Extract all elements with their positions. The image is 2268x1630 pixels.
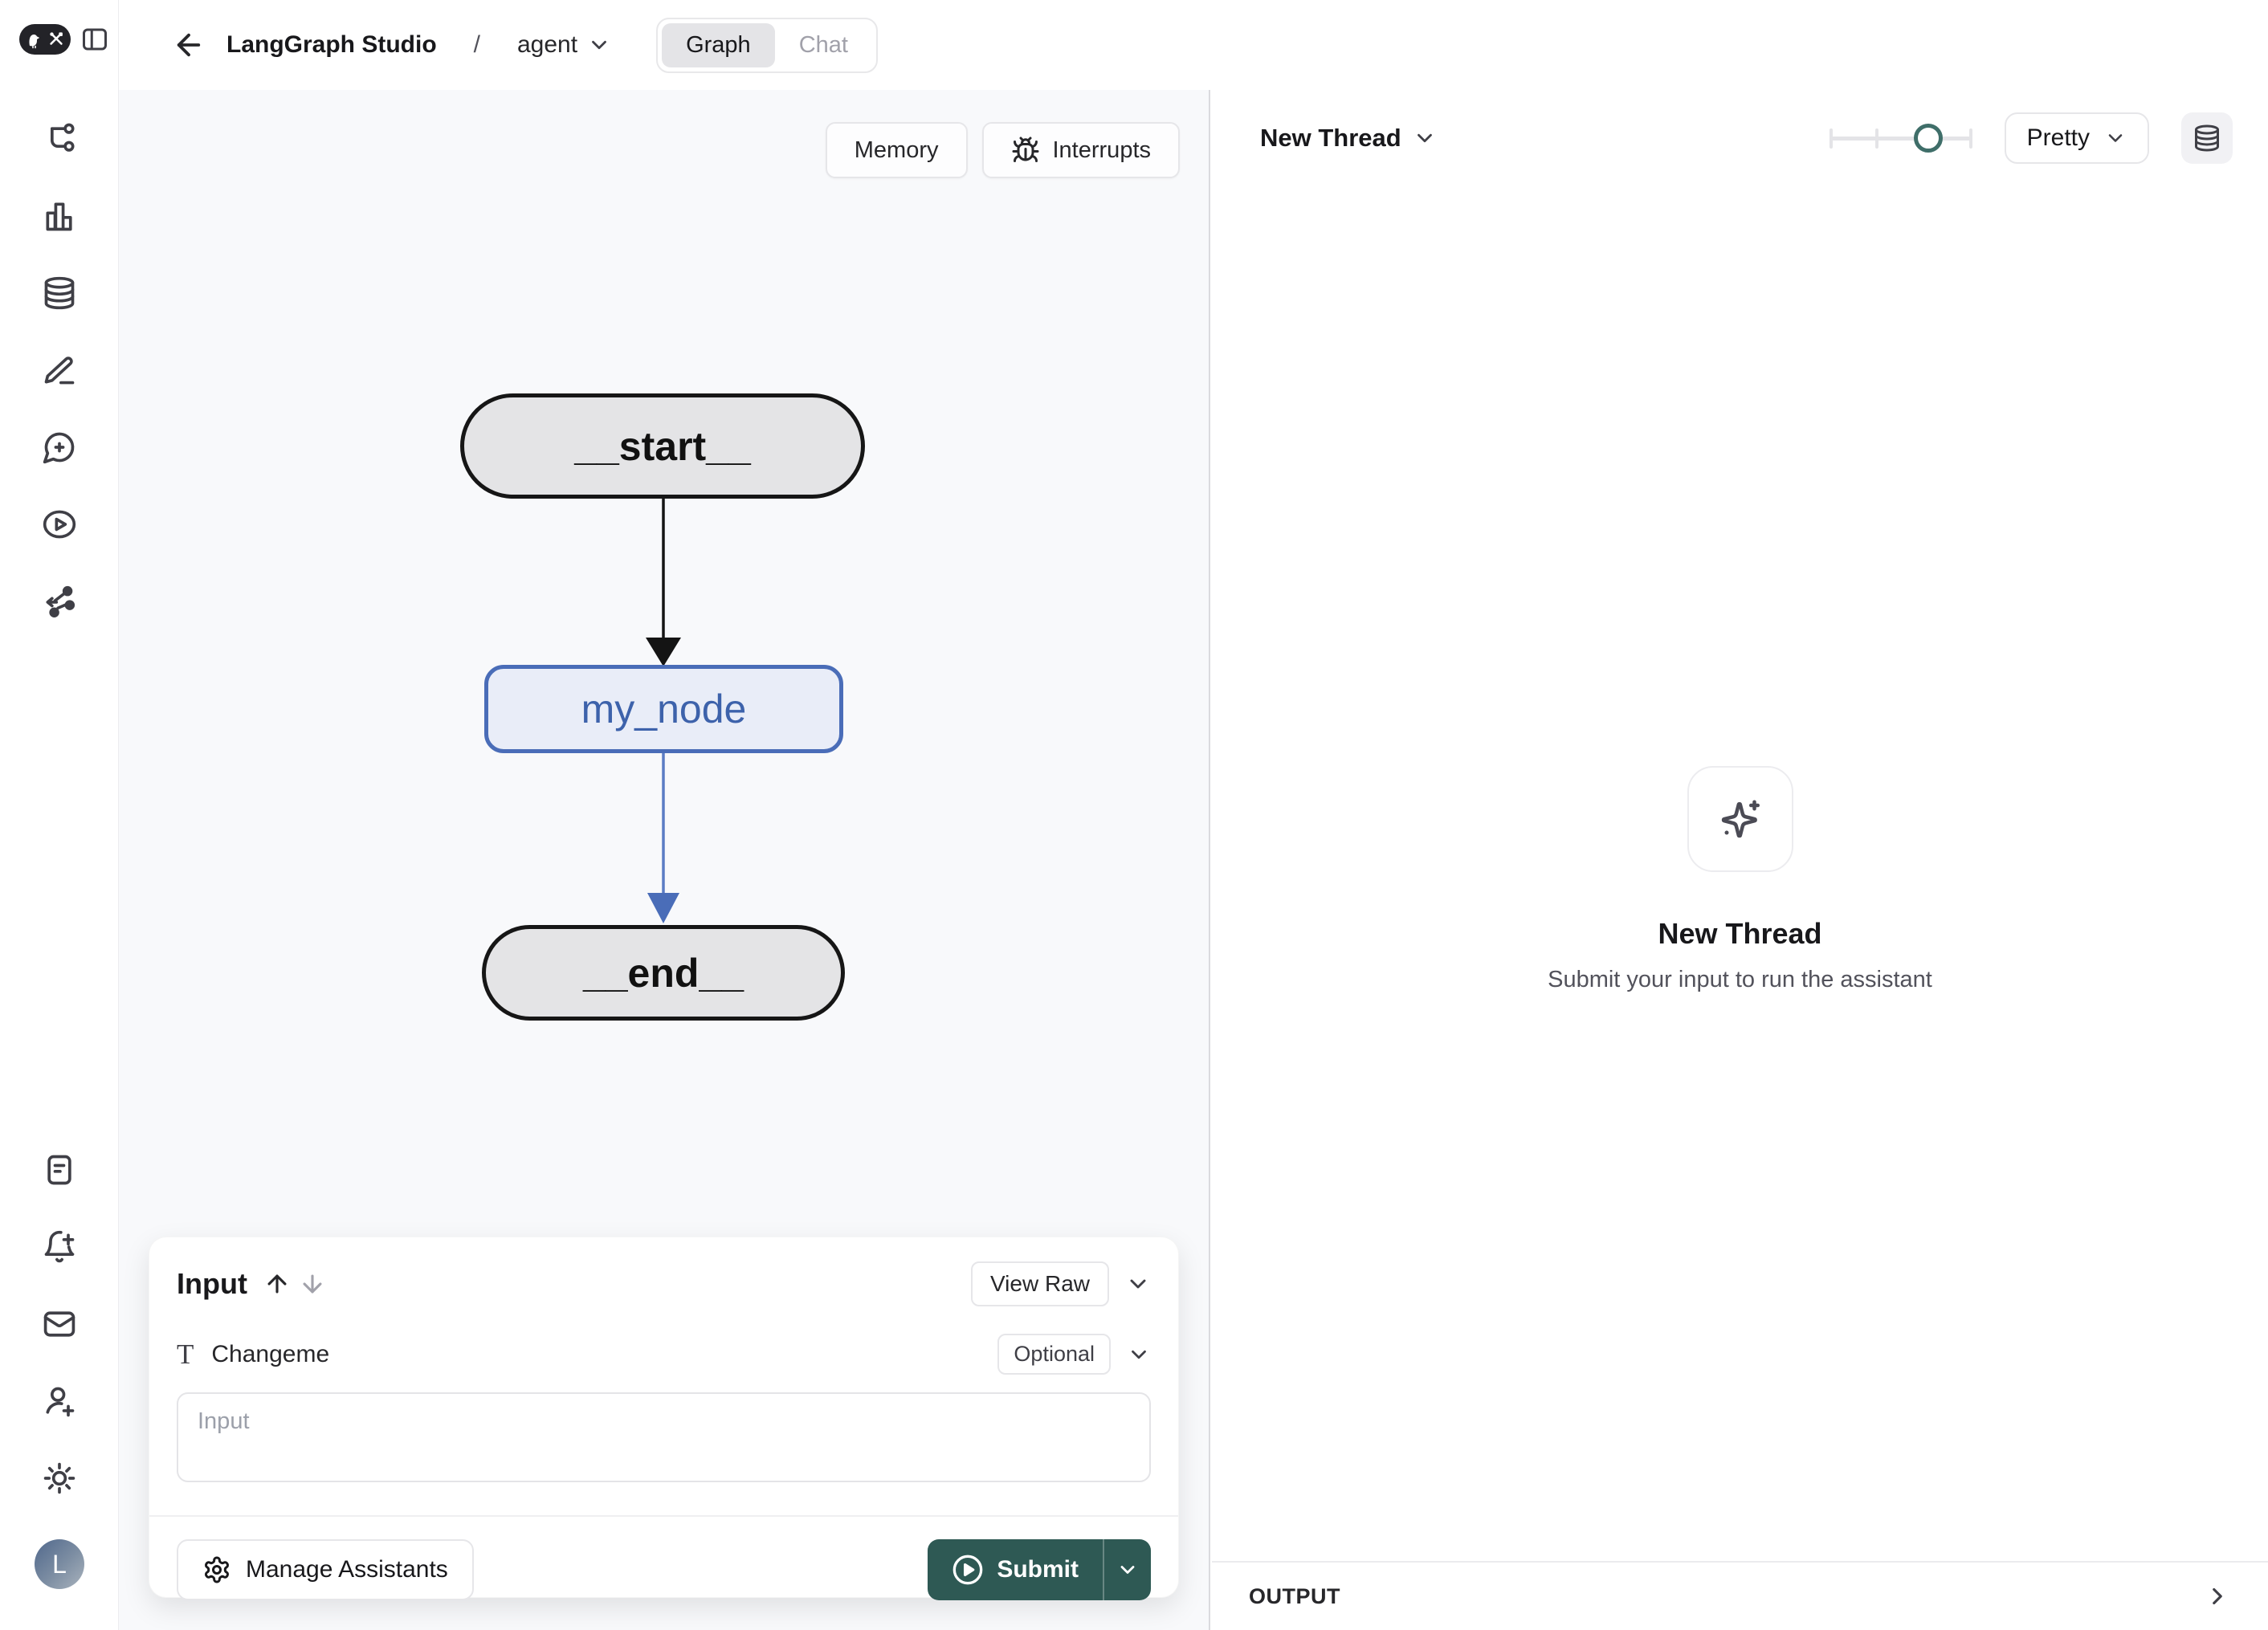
- empty-state-title: New Thread: [1658, 917, 1822, 950]
- submit-label: Submit: [997, 1556, 1079, 1583]
- play-oval-icon[interactable]: [42, 507, 77, 542]
- view-mode-tabs: Graph Chat: [656, 17, 878, 73]
- share-network-icon[interactable]: [42, 584, 77, 619]
- submit-split-button: Submit: [928, 1539, 1151, 1600]
- pencil-line-icon[interactable]: [42, 352, 77, 388]
- input-panel-title: Input: [177, 1267, 247, 1300]
- assistant-selector[interactable]: agent: [517, 31, 611, 59]
- assistant-name: agent: [517, 31, 578, 58]
- tab-chat[interactable]: Chat: [798, 31, 848, 58]
- file-text-icon[interactable]: [42, 1152, 77, 1188]
- play-circle-icon: [952, 1555, 983, 1585]
- avatar-initial: L: [52, 1549, 67, 1579]
- node-label: __start__: [574, 423, 751, 469]
- slider-handle[interactable]: [1913, 124, 1943, 153]
- chevron-down-icon: [1120, 1566, 1135, 1574]
- thread-empty-state: New Thread Submit your input to run the …: [1212, 766, 2268, 993]
- node-label: my_node: [581, 687, 747, 731]
- panel-left-icon[interactable]: [80, 25, 109, 54]
- database-icon[interactable]: [42, 275, 77, 311]
- new-thread-icon-card: [1687, 766, 1793, 872]
- mail-icon[interactable]: [42, 1306, 77, 1342]
- memory-label: Memory: [854, 137, 939, 163]
- message-plus-icon[interactable]: [42, 430, 77, 465]
- divider: [1103, 1539, 1104, 1600]
- thread-selector[interactable]: New Thread: [1260, 124, 1437, 153]
- bell-plus-icon[interactable]: [42, 1229, 77, 1265]
- arrow-down-icon: [303, 1274, 322, 1294]
- submit-options-button[interactable]: [1104, 1539, 1151, 1600]
- graph-node-my-node[interactable]: my_node: [484, 665, 843, 753]
- user-plus-icon[interactable]: [42, 1383, 77, 1419]
- interrupts-label: Interrupts: [1052, 137, 1152, 163]
- slider-tick: [1829, 128, 1833, 149]
- header: LangGraph Studio / agent Graph Chat: [119, 0, 2268, 90]
- graph-node-start[interactable]: __start__: [460, 393, 865, 499]
- breadcrumb-separator: /: [473, 31, 480, 58]
- sun-icon[interactable]: [42, 1461, 77, 1496]
- user-avatar[interactable]: L: [35, 1539, 84, 1589]
- sparkles-icon: [1721, 800, 1760, 838]
- memory-button[interactable]: Memory: [825, 122, 968, 178]
- collapse-input-button[interactable]: [1125, 1271, 1151, 1297]
- app-title: LangGraph Studio: [226, 31, 437, 58]
- gear-icon: [205, 1556, 229, 1583]
- langchain-tools-logo[interactable]: [19, 24, 71, 55]
- output-label: OUTPUT: [1249, 1583, 1340, 1608]
- thread-selector-label: New Thread: [1260, 124, 1401, 152]
- manage-assistants-label: Manage Assistants: [246, 1556, 448, 1583]
- detail-slider[interactable]: [1829, 124, 1972, 153]
- input-panel: Input View Raw: [149, 1237, 1179, 1600]
- arrow-left-icon: [177, 33, 201, 57]
- output-expander[interactable]: OUTPUT: [1212, 1561, 2268, 1630]
- arrow-up-icon: [267, 1274, 287, 1294]
- database-icon: [2195, 124, 2219, 152]
- input-field[interactable]: [177, 1392, 1151, 1482]
- back-button[interactable]: [172, 28, 206, 62]
- view-raw-button[interactable]: View Raw: [971, 1261, 1109, 1306]
- divider: [149, 1515, 1178, 1517]
- manage-assistants-button[interactable]: Manage Assistants: [177, 1539, 474, 1600]
- chevron-down-icon: [1417, 133, 1432, 143]
- bar-chart-icon[interactable]: [42, 198, 77, 234]
- slider-track: [1829, 137, 1972, 141]
- interrupts-button[interactable]: Interrupts: [981, 122, 1180, 178]
- node-label: __end__: [582, 950, 744, 996]
- tab-graph[interactable]: Graph: [662, 22, 775, 67]
- optional-badge: Optional: [997, 1334, 1111, 1375]
- collapse-field-button[interactable]: [1127, 1343, 1151, 1367]
- text-type-icon: T: [177, 1338, 194, 1370]
- graph-node-end[interactable]: __end__: [482, 925, 845, 1021]
- submit-button[interactable]: Submit: [928, 1539, 1103, 1600]
- chevron-right-icon: [2213, 1587, 2222, 1605]
- graph-canvas[interactable]: Memory Interrupts __start__ my_node __en…: [119, 90, 1210, 1630]
- tools-icon: [49, 32, 63, 45]
- field-label: Changeme: [211, 1340, 330, 1367]
- parrot-icon: [28, 35, 39, 49]
- move-up-button[interactable]: [263, 1270, 291, 1298]
- bug-icon: [1012, 137, 1038, 162]
- slider-tick: [1874, 128, 1878, 149]
- render-mode-value: Pretty: [2026, 124, 2090, 151]
- render-mode-select[interactable]: Pretty: [2004, 112, 2149, 164]
- trace-fork-icon[interactable]: [42, 121, 77, 157]
- chevron-down-icon: [2108, 134, 2123, 142]
- thread-panel: New Thread Pretty: [1212, 90, 2268, 1630]
- sidebar: L: [0, 0, 119, 1630]
- slider-tick: [1968, 128, 1972, 149]
- chevron-down-icon: [592, 40, 606, 50]
- empty-state-subtitle: Submit your input to run the assistant: [1548, 967, 1932, 992]
- move-down-button[interactable]: [299, 1270, 326, 1298]
- state-data-button[interactable]: [2181, 112, 2233, 164]
